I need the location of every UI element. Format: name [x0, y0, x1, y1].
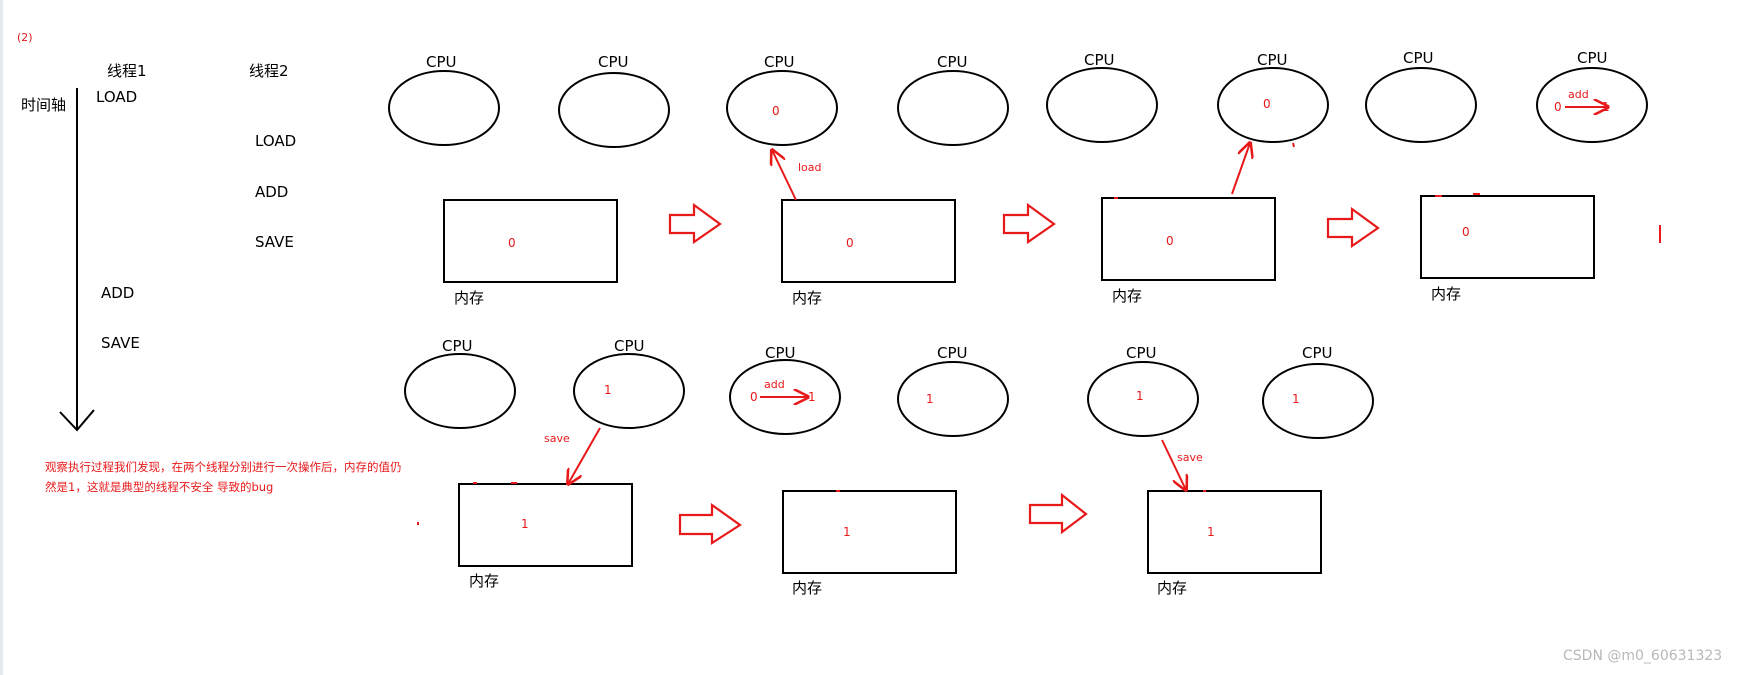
- load-arrow: [772, 150, 797, 201]
- cpu-label: CPU: [1577, 49, 1608, 67]
- cpu-label: CPU: [937, 53, 968, 71]
- memory-box: [1420, 195, 1595, 279]
- cpu-ellipse: [897, 70, 1009, 146]
- cpu-label: CPU: [1126, 344, 1157, 362]
- memory-box: [1147, 490, 1322, 574]
- step-arrow: [678, 502, 742, 546]
- watermark: CSDN @m0_60631323: [1563, 648, 1723, 664]
- cpu-label: CPU: [442, 337, 473, 355]
- cpu-ellipse: [558, 72, 670, 148]
- step-arrow: [1028, 492, 1088, 535]
- row1-cpu-ellipses: [388, 67, 1648, 148]
- load-op-label: load: [798, 161, 822, 174]
- cpu-ellipse: [388, 70, 500, 146]
- thread1-header: 线程1: [107, 62, 147, 80]
- thread2-op-save: SAVE: [255, 233, 294, 251]
- add-op-label: add: [764, 378, 785, 391]
- stray-marks: [417, 142, 1661, 525]
- step-arrows: [668, 202, 1380, 546]
- memory-box: [458, 483, 633, 567]
- cpu-value: 0: [772, 104, 780, 118]
- cpu-ellipse: [404, 353, 516, 429]
- cpu-value: 1: [926, 392, 934, 406]
- step-arrow: [1002, 202, 1056, 245]
- cpu-label: CPU: [1084, 51, 1115, 69]
- memory-label: 内存: [1112, 287, 1143, 305]
- cpu-value: 0: [1263, 97, 1271, 111]
- memory-value: 0: [1166, 234, 1174, 248]
- memory-label: 内存: [1431, 285, 1462, 303]
- step-arrow: [1326, 206, 1380, 249]
- cpu-ellipse: [729, 359, 841, 435]
- memory-value: 1: [1207, 525, 1215, 539]
- memory-label: 内存: [469, 572, 500, 590]
- cpu-ellipse: [1046, 67, 1158, 143]
- cpu-value: 1: [1136, 389, 1144, 403]
- memory-box: [1101, 197, 1276, 281]
- cpu-ellipse: [726, 70, 838, 146]
- save-arrow: [568, 427, 601, 484]
- save-op-label: save: [544, 432, 570, 445]
- cpu-value: 1: [1602, 100, 1610, 114]
- cpu-label: CPU: [1257, 51, 1288, 69]
- load-arrow: [1231, 143, 1250, 195]
- cpu-value: 0: [750, 390, 758, 404]
- operation-arrows: [568, 107, 1608, 490]
- cpu-ellipse: [1087, 361, 1199, 437]
- thread1-op-load: LOAD: [96, 88, 138, 106]
- cpu-label: CPU: [598, 53, 629, 71]
- thread2-op-add: ADD: [255, 183, 289, 201]
- cpu-ellipse: [1262, 363, 1374, 439]
- page-left-border: [0, 0, 3, 675]
- memory-box: [443, 199, 618, 283]
- time-axis: [59, 88, 95, 432]
- thread2-header: 线程2: [249, 62, 289, 80]
- memory-value: 0: [508, 236, 516, 250]
- cpu-label: CPU: [765, 344, 796, 362]
- memory-box: [782, 490, 957, 574]
- cpu-label: CPU: [764, 53, 795, 71]
- memory-value: 0: [846, 236, 854, 250]
- cpu-label: CPU: [1403, 49, 1434, 67]
- memory-box: [781, 199, 956, 283]
- save-op-label: save: [1177, 451, 1203, 464]
- add-op-label: add: [1568, 88, 1589, 101]
- thread1-op-add: ADD: [101, 284, 135, 302]
- cpu-label: CPU: [1302, 344, 1333, 362]
- row2-cpu-ellipses: [404, 353, 1374, 439]
- row2-memory-boxes: [458, 483, 1322, 574]
- explanation-note: 观察执行过程我们发现，在两个线程分别进行一次操作后，内存的值仍然是1，这就是典型…: [45, 460, 402, 494]
- time-axis-label: 时间轴: [21, 96, 67, 114]
- cpu-ellipse: [573, 353, 685, 429]
- memory-label: 内存: [454, 289, 485, 307]
- cpu-ellipse: [1536, 67, 1648, 143]
- memory-label: 内存: [1157, 579, 1188, 597]
- row1-memory-boxes: [443, 195, 1595, 283]
- section-label: (2): [17, 31, 33, 44]
- cpu-ellipse: [1365, 67, 1477, 143]
- memory-label: 内存: [792, 579, 823, 597]
- thread2-op-load: LOAD: [255, 132, 297, 150]
- cpu-value: 1: [1292, 392, 1300, 406]
- save-arrow: [1161, 439, 1186, 490]
- memory-value: 1: [521, 517, 529, 531]
- cpu-ellipse: [1217, 67, 1329, 143]
- memory-value: 1: [843, 525, 851, 539]
- cpu-label: CPU: [614, 337, 645, 355]
- memory-label: 内存: [792, 289, 823, 307]
- cpu-value: 1: [808, 390, 816, 404]
- cpu-value: 0: [1554, 100, 1562, 114]
- cpu-value: 1: [604, 383, 612, 397]
- memory-value: 0: [1462, 225, 1470, 239]
- cpu-label: CPU: [426, 53, 457, 71]
- thread1-op-save: SAVE: [101, 334, 140, 352]
- step-arrow: [668, 202, 722, 245]
- cpu-ellipse: [897, 361, 1009, 437]
- cpu-label: CPU: [937, 344, 968, 362]
